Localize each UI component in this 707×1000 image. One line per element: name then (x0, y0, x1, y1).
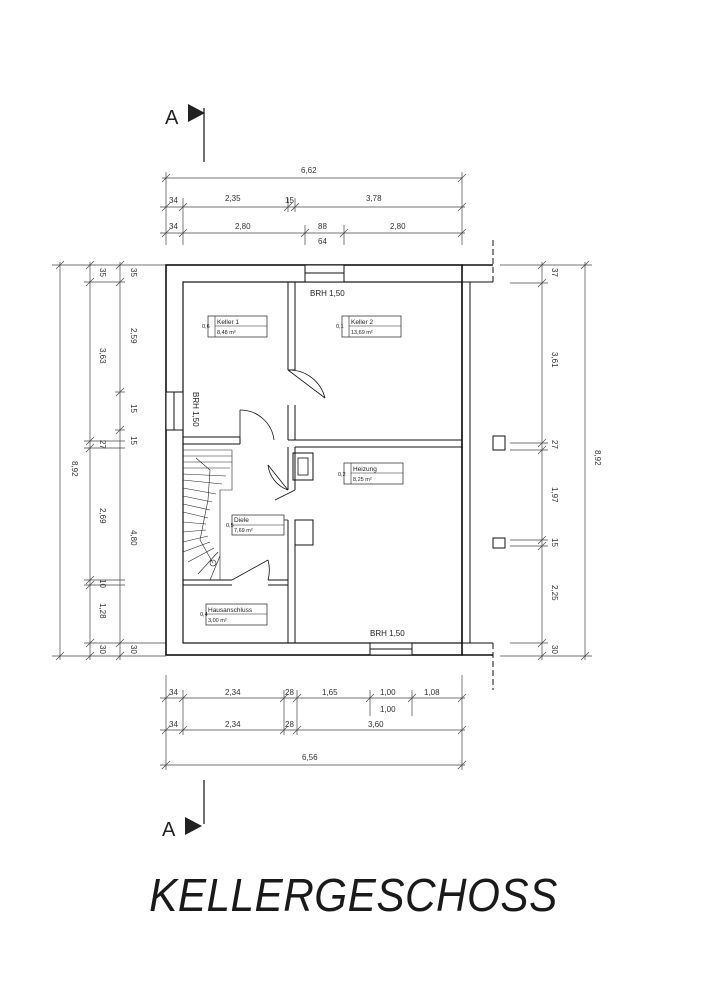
room-area: 13,69 m² (351, 330, 373, 336)
dim-bottom-overall: 6,56 (302, 753, 318, 762)
dim-left-i-2: 30 (129, 645, 138, 654)
dim-left-i-0: 35 (129, 268, 138, 277)
dim-top-r1-2: 15 (285, 196, 294, 205)
dim-left-r-3: 27 (98, 440, 107, 449)
dim-top-r2-1: 2,80 (235, 222, 251, 231)
room-keller-2: 0,1 Keller 2 13,69 m² (336, 315, 402, 338)
room-tag: 0,5 (226, 523, 234, 529)
dim-bottom-r1-3: 1,65 (322, 688, 338, 697)
dim-right-r-4: 15 (550, 538, 559, 547)
room-diele: 0,5 Diele 7,69 m² (226, 514, 285, 536)
dim-bottom-r1-sub: 1,00 (380, 705, 396, 714)
dim-left (52, 260, 166, 661)
doors (231, 369, 326, 581)
window-label-top: BRH 1,50 (310, 289, 345, 298)
dim-right-r-2: 27 (550, 440, 559, 449)
room-tag: 0,2 (338, 472, 346, 478)
dim-right-r-1: 3,61 (550, 352, 559, 368)
dim-right (500, 260, 592, 661)
room-name: Diele (234, 517, 249, 524)
room-hausanschluss: 0,4 Hausanschluss 3,00 m² (200, 603, 268, 626)
room-area: 3,00 m² (208, 618, 227, 624)
dim-bottom-r2-2: 28 (285, 720, 294, 729)
room-tag: 0,4 (200, 612, 208, 618)
room-name: Keller 1 (217, 319, 239, 326)
dim-left-r-2: 15 (129, 404, 138, 413)
dim-left-r-7: 30 (98, 645, 107, 654)
dim-top (160, 172, 467, 245)
window-label-bottom: BRH 1,50 (370, 629, 405, 638)
dim-top-r2-3: 2,80 (390, 222, 406, 231)
dim-top-overall: 6,62 (301, 166, 317, 175)
dim-bottom-r2-1: 2,34 (225, 720, 241, 729)
dim-left-r-0: 35 (98, 268, 107, 277)
dim-bottom-r1-4: 1,00 (380, 688, 396, 697)
dim-left-r-4: 2,69 (98, 508, 107, 524)
dim-top-r2-2: 88 (318, 222, 327, 231)
dim-bottom-labels: 34 2,34 28 1,65 1,00 1,08 1,00 34 2,34 2… (169, 688, 440, 762)
windows (165, 264, 506, 656)
dim-top-labels: 6,62 34 2,35 15 3,78 34 2,80 88 2,80 64 (169, 166, 406, 246)
dim-bottom (160, 675, 467, 770)
dim-right-r-6: 30 (550, 645, 559, 654)
dim-bottom-r1-1: 2,34 (225, 688, 241, 697)
dim-bottom-r2-3: 3,60 (368, 720, 384, 729)
dim-top-r1-3: 3,78 (366, 194, 382, 203)
dim-top-r2-0: 34 (169, 222, 178, 231)
window-label-left: BRH 1,50 (191, 392, 200, 427)
room-keller-1: 0,6 Keller 1 8,48 m² (202, 315, 268, 338)
dim-left-r-5: 10 (98, 579, 107, 588)
room-tag: 0,1 (336, 324, 344, 330)
dim-left-overall: 8,92 (70, 461, 79, 477)
dim-left-outer-0: 3,63 (98, 348, 107, 364)
room-name: Hausanschluss (208, 607, 253, 614)
dim-right-overall: 8,92 (593, 450, 602, 466)
staircase (182, 449, 233, 581)
dim-right-labels: 8,92 37 3,61 27 1,97 15 2,25 30 (550, 268, 602, 654)
dim-bottom-r1-0: 34 (169, 688, 178, 697)
room-area: 8,48 m² (217, 330, 236, 336)
dim-right-r-5: 2,25 (550, 585, 559, 601)
room-name: Heizung (353, 466, 377, 473)
room-name: Keller 2 (351, 319, 373, 326)
section-letter-top: A (165, 107, 179, 129)
dim-top-r1-1: 2,35 (225, 194, 241, 203)
page-title: KELLERGESCHOSS (149, 869, 558, 921)
dim-top-r1-0: 34 (169, 196, 178, 205)
dim-bottom-r1-2: 28 (285, 688, 294, 697)
dim-left-labels: 8,92 3,63 4,80 35 2,59 15 27 2,69 10 1,2… (70, 268, 138, 654)
room-area: 7,69 m² (234, 528, 253, 534)
room-tag: 0,6 (202, 324, 210, 330)
dim-left-r-1: 2,59 (129, 328, 138, 344)
room-area: 8,25 m² (353, 477, 372, 483)
section-marker-bottom: A (162, 780, 205, 841)
dim-bottom-r2-0: 34 (169, 720, 178, 729)
dim-right-r-0: 37 (550, 268, 559, 277)
dim-left-r-6: 1,28 (98, 603, 107, 619)
dim-left-outer-1: 4,80 (129, 530, 138, 546)
section-marker-top: A (165, 104, 205, 162)
dim-bottom-r1-5: 1,08 (424, 688, 440, 697)
room-heizung: 0,2 Heizung 8,25 m² (338, 462, 404, 485)
section-letter-bottom: A (162, 819, 176, 841)
dim-top-sub: 64 (318, 237, 327, 246)
dim-right-r-3: 1,97 (550, 487, 559, 503)
dim-left-i-1: 15 (129, 436, 138, 445)
